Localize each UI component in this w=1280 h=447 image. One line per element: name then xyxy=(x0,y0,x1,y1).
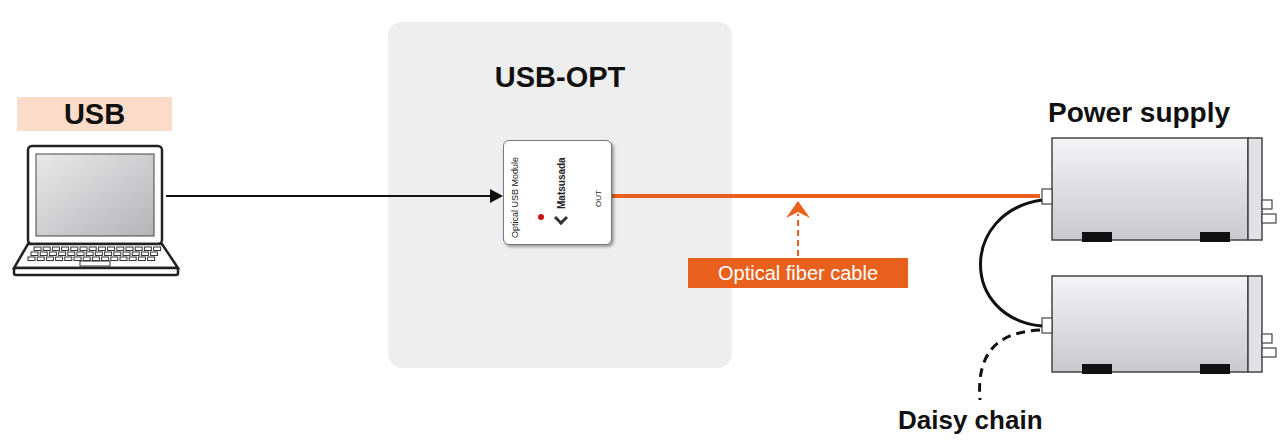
logo-mark xyxy=(554,211,568,225)
usb-opt-panel: USB-OPT Optical USB Module MatsusadaOUT xyxy=(388,22,732,368)
optical-usb-module: Optical USB Module MatsusadaOUT xyxy=(503,140,612,245)
power-supply-node: Power supply xyxy=(1040,96,1268,242)
laptop-node: USB xyxy=(14,97,166,277)
module-print: Matsusada xyxy=(556,157,568,209)
status-led xyxy=(538,214,544,220)
usb-cable xyxy=(166,189,503,203)
callout-label: Daisy chain xyxy=(898,404,1043,436)
callout-label: Optical fiber cable xyxy=(688,258,908,288)
daisy-chain-dashed xyxy=(980,330,1040,400)
optical-fiber xyxy=(612,196,1040,197)
power-supply-unit xyxy=(1042,276,1276,374)
power-supply-unit xyxy=(1042,138,1276,242)
callout-leader xyxy=(797,214,799,256)
node-heading: USB-OPT xyxy=(388,60,732,94)
node-heading: USB xyxy=(17,97,172,131)
laptop-icon xyxy=(14,146,178,275)
module-print: OUT xyxy=(594,190,604,207)
callout-arrowhead xyxy=(786,201,810,218)
module-print: Optical USB Module xyxy=(510,157,521,238)
node-heading: Power supply xyxy=(1048,96,1276,130)
daisy-chain-cable xyxy=(981,200,1043,326)
